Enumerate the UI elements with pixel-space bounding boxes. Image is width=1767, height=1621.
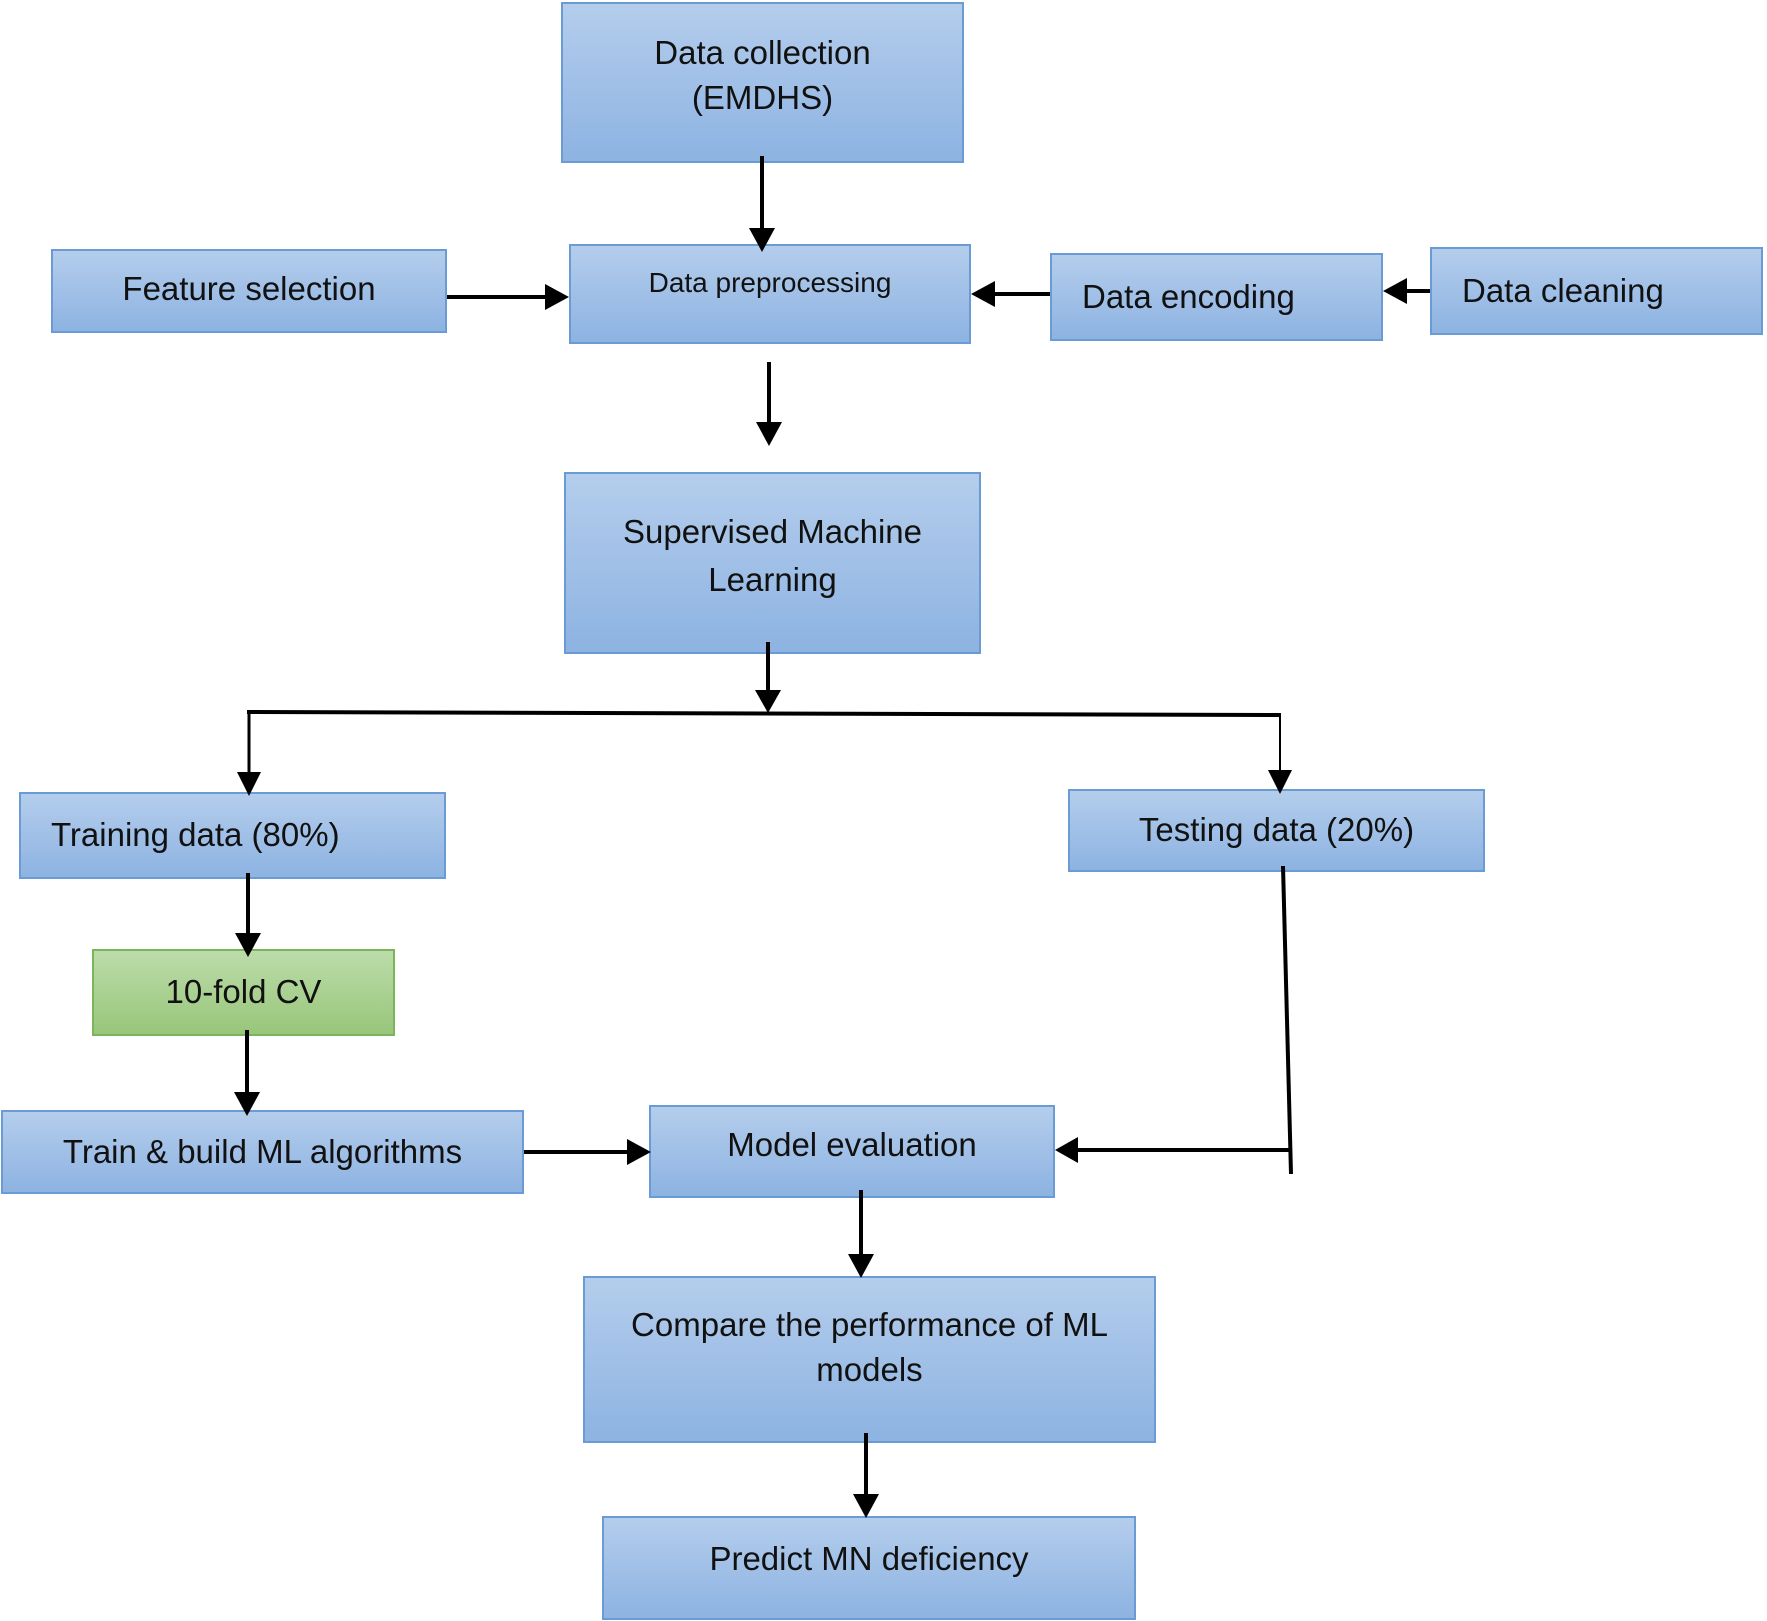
compare-label: Compare the performance of ML — [631, 1305, 1108, 1343]
testing-data-box: Testing data (20%) — [1068, 789, 1485, 872]
data-encoding-box: Data encoding — [1050, 253, 1383, 341]
data-collection-box: Data collection (EMDHS) — [561, 2, 964, 163]
feature-selection-label: Feature selection — [122, 269, 376, 307]
arrowhead — [1383, 278, 1407, 304]
arrowhead — [627, 1139, 651, 1165]
training-data-box: Training data (80%) — [19, 792, 446, 879]
data-preprocessing-label: Data preprocessing — [648, 267, 892, 298]
model-evaluation-label: Model evaluation — [727, 1126, 977, 1164]
arrowhead — [853, 1494, 879, 1518]
arrowhead — [237, 772, 261, 796]
testing-data-label: Testing data (20%) — [1138, 811, 1415, 849]
arrowhead — [1268, 770, 1292, 794]
connector-testing-down — [1281, 865, 1293, 1175]
arrowhead — [234, 1092, 260, 1116]
feature-selection-box: Feature selection — [51, 249, 447, 333]
arrowhead — [545, 284, 569, 310]
data-cleaning-box: Data cleaning — [1430, 247, 1763, 335]
data-cleaning-label: Data cleaning — [1462, 271, 1664, 309]
train-build-box: Train & build ML algorithms — [1, 1110, 524, 1194]
data-preprocessing-box: Data preprocessing — [569, 244, 971, 344]
cv-label: 10-fold CV — [165, 973, 322, 1011]
cv-box: 10-fold CV — [92, 949, 395, 1036]
compare-label-2: models — [816, 1350, 923, 1388]
compare-box: Compare the performance of ML models — [583, 1276, 1156, 1443]
arrowhead — [756, 422, 782, 446]
data-collection-label: Data collection — [654, 33, 871, 71]
supervised-ml-label-2: Learning — [708, 561, 837, 598]
supervised-ml-box: Supervised Machine Learning — [564, 472, 981, 654]
train-build-label: Train & build ML algorithms — [62, 1132, 463, 1170]
training-data-label: Training data (80%) — [51, 816, 340, 854]
predict-box: Predict MN deficiency — [602, 1516, 1136, 1620]
arrowhead — [749, 228, 775, 252]
arrowhead — [235, 933, 261, 957]
predict-label: Predict MN deficiency — [709, 1539, 1029, 1577]
arrowhead — [848, 1254, 874, 1278]
arrowhead — [755, 690, 781, 713]
data-encoding-label: Data encoding — [1082, 277, 1295, 315]
data-collection-source: (EMDHS) — [691, 78, 834, 116]
arrowhead — [1055, 1137, 1078, 1163]
arrowhead — [971, 281, 995, 307]
supervised-ml-label: Supervised Machine — [623, 513, 922, 551]
split-line — [246, 710, 1281, 717]
